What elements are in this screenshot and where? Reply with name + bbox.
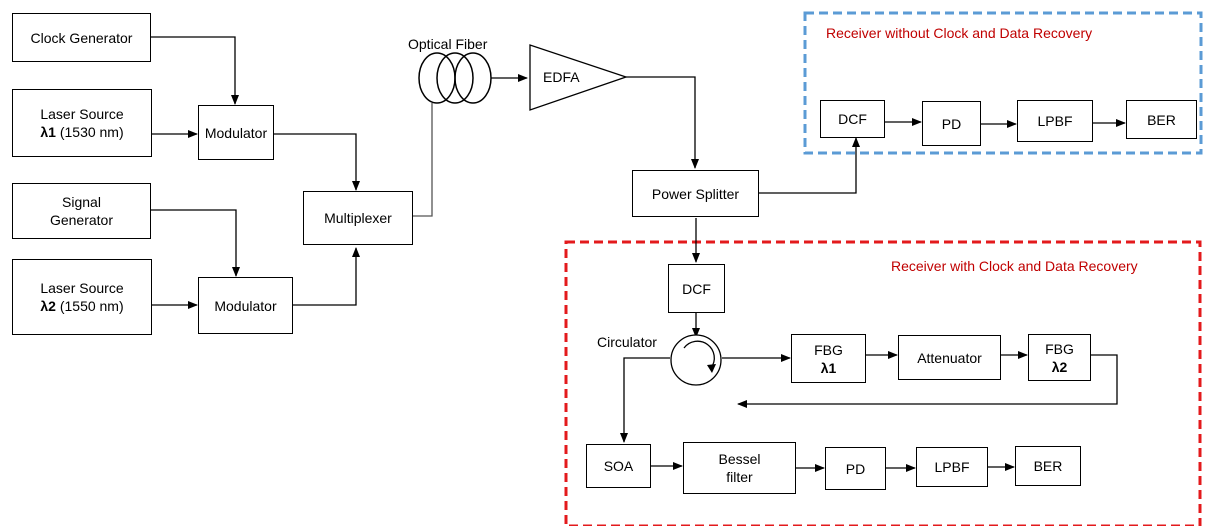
fbg2-block: FBG λ2 xyxy=(1028,334,1091,381)
bessel-filter-line1: Bessel xyxy=(718,451,761,467)
pd-bottom-block: PD xyxy=(825,447,886,490)
laser2-lambda: λ2 xyxy=(40,298,56,314)
laser1-wavelength: (1530 nm) xyxy=(59,124,124,140)
wire-signalgen-to-modulator2 xyxy=(151,209,240,277)
receiver-without-cdr-title: Receiver without Clock and Data Recovery xyxy=(826,25,1093,41)
laser1-wavelength-line: λ1 (1530 nm) xyxy=(40,123,123,141)
receiver-with-cdr-title: Receiver with Clock and Data Recovery xyxy=(891,258,1138,274)
wire-splitter-to-dcf-top xyxy=(759,137,860,194)
modulator-2-block: Modulator xyxy=(198,277,293,334)
pd-top-label: PD xyxy=(941,115,962,132)
multiplexer-label: Multiplexer xyxy=(324,210,392,226)
circulator-icon xyxy=(670,334,722,386)
optical-fiber-label: Optical Fiber xyxy=(408,36,488,52)
edfa-amplifier-triangle xyxy=(529,44,629,111)
soa-label: SOA xyxy=(603,458,634,474)
wire-circulator-to-soa xyxy=(620,357,670,443)
wire-modulator2-to-mux xyxy=(293,247,360,306)
signal-generator-line1: Signal xyxy=(62,194,101,210)
laser2-wavelength-line: λ2 (1550 nm) xyxy=(40,297,123,315)
bessel-filter-line2: filter xyxy=(726,469,753,485)
fbg1-block: FBG λ1 xyxy=(791,334,866,383)
bessel-filter-block: Bessel filter xyxy=(683,442,796,494)
attenuator-block: Attenuator xyxy=(898,335,1001,380)
fbg2-label: FBG xyxy=(1045,340,1074,357)
fbg1-lambda: λ1 xyxy=(820,359,837,376)
lpbf-top-label: LPBF xyxy=(1037,113,1073,129)
laser2-title: Laser Source xyxy=(40,280,124,296)
multiplexer-block: Multiplexer xyxy=(303,191,413,245)
pd-top-block: PD xyxy=(922,101,981,146)
modulator1-label: Modulator xyxy=(204,124,268,141)
signal-generator-line2: Generator xyxy=(49,212,114,228)
ber-bottom-block: BER xyxy=(1015,446,1081,486)
dcf-bottom-block: DCF xyxy=(668,264,725,313)
laser1-title: Laser Source xyxy=(40,106,124,122)
fbg2-lambda: λ2 xyxy=(1051,358,1068,375)
attenuator-label: Attenuator xyxy=(917,349,982,366)
wire-clock-to-modulator1 xyxy=(151,36,239,105)
wire-fbg2-return xyxy=(737,354,1118,408)
pd-bottom-label: PD xyxy=(845,460,866,477)
fbg1-label: FBG xyxy=(814,341,843,358)
soa-block: SOA xyxy=(586,444,651,488)
receiver-without-cdr-region xyxy=(803,11,1203,155)
clock-generator-block: Clock Generator xyxy=(12,13,151,62)
wire-mux-to-fiber xyxy=(413,103,433,217)
edfa-label: EDFA xyxy=(543,69,580,85)
modulator2-label: Modulator xyxy=(214,297,277,314)
wire-modulator1-to-mux xyxy=(274,133,360,191)
power-splitter-block: Power Splitter xyxy=(632,170,759,217)
lpbf-bottom-label: LPBF xyxy=(934,459,970,475)
lpbf-bottom-block: LPBF xyxy=(916,447,988,487)
receiver-with-cdr-region xyxy=(564,240,1202,526)
dcf-bottom-label: DCF xyxy=(682,280,711,297)
laser2-wavelength: (1550 nm) xyxy=(59,298,124,314)
clock-generator-label: Clock Generator xyxy=(30,29,133,46)
lpbf-top-block: LPBF xyxy=(1017,100,1093,142)
signal-generator-block: Signal Generator xyxy=(12,183,151,239)
modulator-1-block: Modulator xyxy=(198,105,274,160)
optical-fiber-coil-icon xyxy=(418,52,492,104)
wire-edfa-to-splitter xyxy=(626,76,699,169)
ber-bottom-label: BER xyxy=(1033,458,1063,474)
dcf-top-label: DCF xyxy=(838,111,867,127)
laser-source-1-block: Laser Source λ1 (1530 nm) xyxy=(12,89,152,157)
laser1-lambda: λ1 xyxy=(40,124,56,140)
dcf-top-block: DCF xyxy=(820,100,885,138)
ber-top-block: BER xyxy=(1126,100,1197,139)
laser-source-2-block: Laser Source λ2 (1550 nm) xyxy=(12,259,152,335)
power-splitter-label: Power Splitter xyxy=(651,185,740,202)
circulator-label: Circulator xyxy=(597,334,657,350)
ber-top-label: BER xyxy=(1147,111,1176,128)
